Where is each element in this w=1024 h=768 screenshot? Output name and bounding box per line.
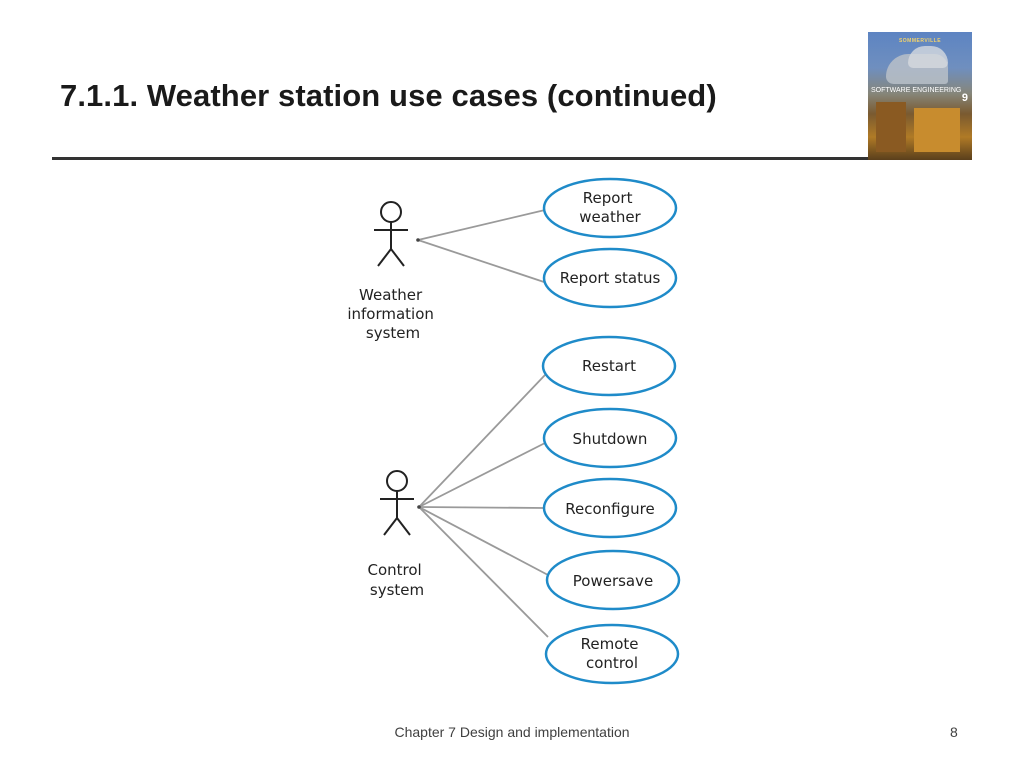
use-case-label: Powersave — [573, 572, 653, 590]
stick-figure-icon — [374, 201, 408, 267]
use-case-label: Reconfigure — [565, 500, 654, 518]
actor-label-line: Weather — [359, 286, 423, 304]
actor-label-line: system — [366, 324, 420, 342]
use-case-label: Restart — [582, 357, 636, 375]
use-case-report-status: Report status — [542, 247, 678, 309]
book-author: SOMMERVILLE — [898, 38, 942, 44]
actor-label-line: Control — [367, 561, 421, 579]
association-line — [418, 442, 546, 508]
stick-figure-icon — [380, 470, 414, 536]
use-case-report-weather: Report weather — [542, 177, 678, 239]
association-line — [417, 239, 545, 283]
actor-label-line: system — [370, 581, 424, 599]
use-case-label-line: control — [586, 654, 638, 672]
building-shape — [914, 108, 960, 152]
use-case-label-line: Report status — [560, 269, 661, 287]
use-case-shutdown: Shutdown — [542, 407, 678, 469]
use-case-reconfigure: Reconfigure — [542, 477, 678, 539]
association-lines — [416, 209, 549, 638]
use-case-label-line: Restart — [582, 357, 636, 375]
use-case-label-line: Remote — [581, 635, 639, 653]
actor-label: Control system — [367, 561, 426, 599]
association-anchor — [417, 505, 421, 509]
use-case-label-line: Reconfigure — [565, 500, 654, 518]
use-case-powersave: Powersave — [545, 549, 681, 611]
use-case-label-line: weather — [579, 208, 641, 226]
title-divider — [52, 157, 870, 160]
association-line — [418, 506, 549, 576]
building-shape — [876, 102, 906, 152]
use-case-label-line: Shutdown — [573, 430, 648, 448]
actor-label-line: information — [347, 305, 434, 323]
actor-label: Weather information system — [347, 286, 438, 342]
actor-weather-information-system: Weather information system — [347, 201, 438, 342]
association-line — [417, 209, 546, 241]
use-case-label-line: Report — [583, 189, 633, 207]
use-case-remote-control: Remote control — [544, 623, 680, 685]
book-cover-image: SOMMERVILLE SOFTWARE ENGINEERING 9 — [868, 32, 972, 160]
page-number: 8 — [950, 724, 958, 740]
use-case-label-line: Powersave — [573, 572, 653, 590]
book-title: SOFTWARE ENGINEERING — [871, 87, 962, 94]
association-line — [418, 506, 549, 638]
slide-title: 7.1.1. Weather station use cases (contin… — [60, 78, 717, 113]
book-edition: 9 — [961, 92, 968, 104]
association-anchor — [416, 238, 420, 242]
use-case-label: Report weather — [579, 189, 641, 226]
use-case-restart: Restart — [541, 335, 677, 397]
actor-control-system: Control system — [367, 470, 426, 599]
association-line — [418, 506, 546, 509]
building-shape — [908, 46, 948, 68]
use-case-label: Shutdown — [573, 430, 648, 448]
use-case-label: Remote control — [581, 635, 644, 672]
slide-footer: Chapter 7 Design and implementation — [394, 724, 630, 740]
use-case-label: Report status — [560, 269, 661, 287]
association-line — [418, 374, 546, 508]
